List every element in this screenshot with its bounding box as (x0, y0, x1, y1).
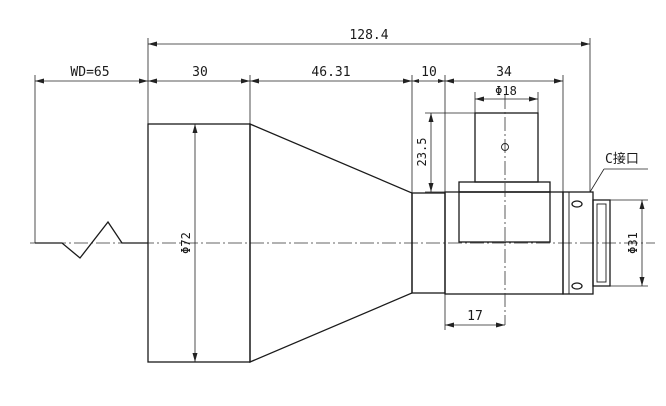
overall-length-label: 128.4 (349, 28, 388, 43)
dimension-arrow (529, 96, 538, 102)
working-distance-label: WD=65 (70, 65, 109, 80)
dimension-arrow (403, 78, 412, 84)
dimension-arrow (428, 183, 434, 192)
side-port (474, 112, 539, 183)
dimension-arrow (445, 78, 454, 84)
dimension-arrow (148, 78, 157, 84)
mount-screw-bottom (571, 282, 583, 290)
dimension-arrow (250, 78, 259, 84)
dimension-arrow (554, 78, 563, 84)
dimension-arrow (496, 322, 505, 328)
dimension-arrow (35, 78, 44, 84)
dimension-arrow (581, 41, 590, 47)
port-height-label: 23.5 (415, 138, 429, 167)
mount-screw-top (571, 200, 583, 208)
dimension-arrow (148, 41, 157, 47)
front-barrel-label: 30 (192, 65, 208, 80)
dimension-arrow (475, 96, 484, 102)
dimension-arrow (428, 113, 434, 122)
dimension-arrow (139, 78, 148, 84)
port-offset-label: 17 (467, 309, 483, 324)
dimension-arrow (639, 277, 645, 286)
dimension-arrow (241, 78, 250, 84)
neck-length-label: 10 (421, 65, 437, 80)
dimension-arrow (192, 124, 198, 133)
dimension-arrow (438, 79, 445, 83)
front-diameter-label: Φ72 (179, 232, 193, 254)
cone-length-label: 46.31 (311, 65, 350, 80)
dimension-arrow (412, 79, 419, 83)
interface-label: C接口 (605, 151, 639, 167)
port-housing (458, 191, 551, 243)
rear-body-label: 34 (496, 65, 512, 80)
dimension-arrow (445, 322, 454, 328)
rear-diameter-label: Φ31 (626, 232, 640, 254)
working-distance-break-line (35, 220, 148, 259)
port-flange (458, 181, 551, 193)
c-mount-thread-inner (596, 203, 607, 283)
dimension-arrow (192, 353, 198, 362)
dimension-arrow (639, 200, 645, 209)
port-diameter-label: Φ18 (495, 84, 517, 98)
interface-leader-line (589, 168, 605, 193)
